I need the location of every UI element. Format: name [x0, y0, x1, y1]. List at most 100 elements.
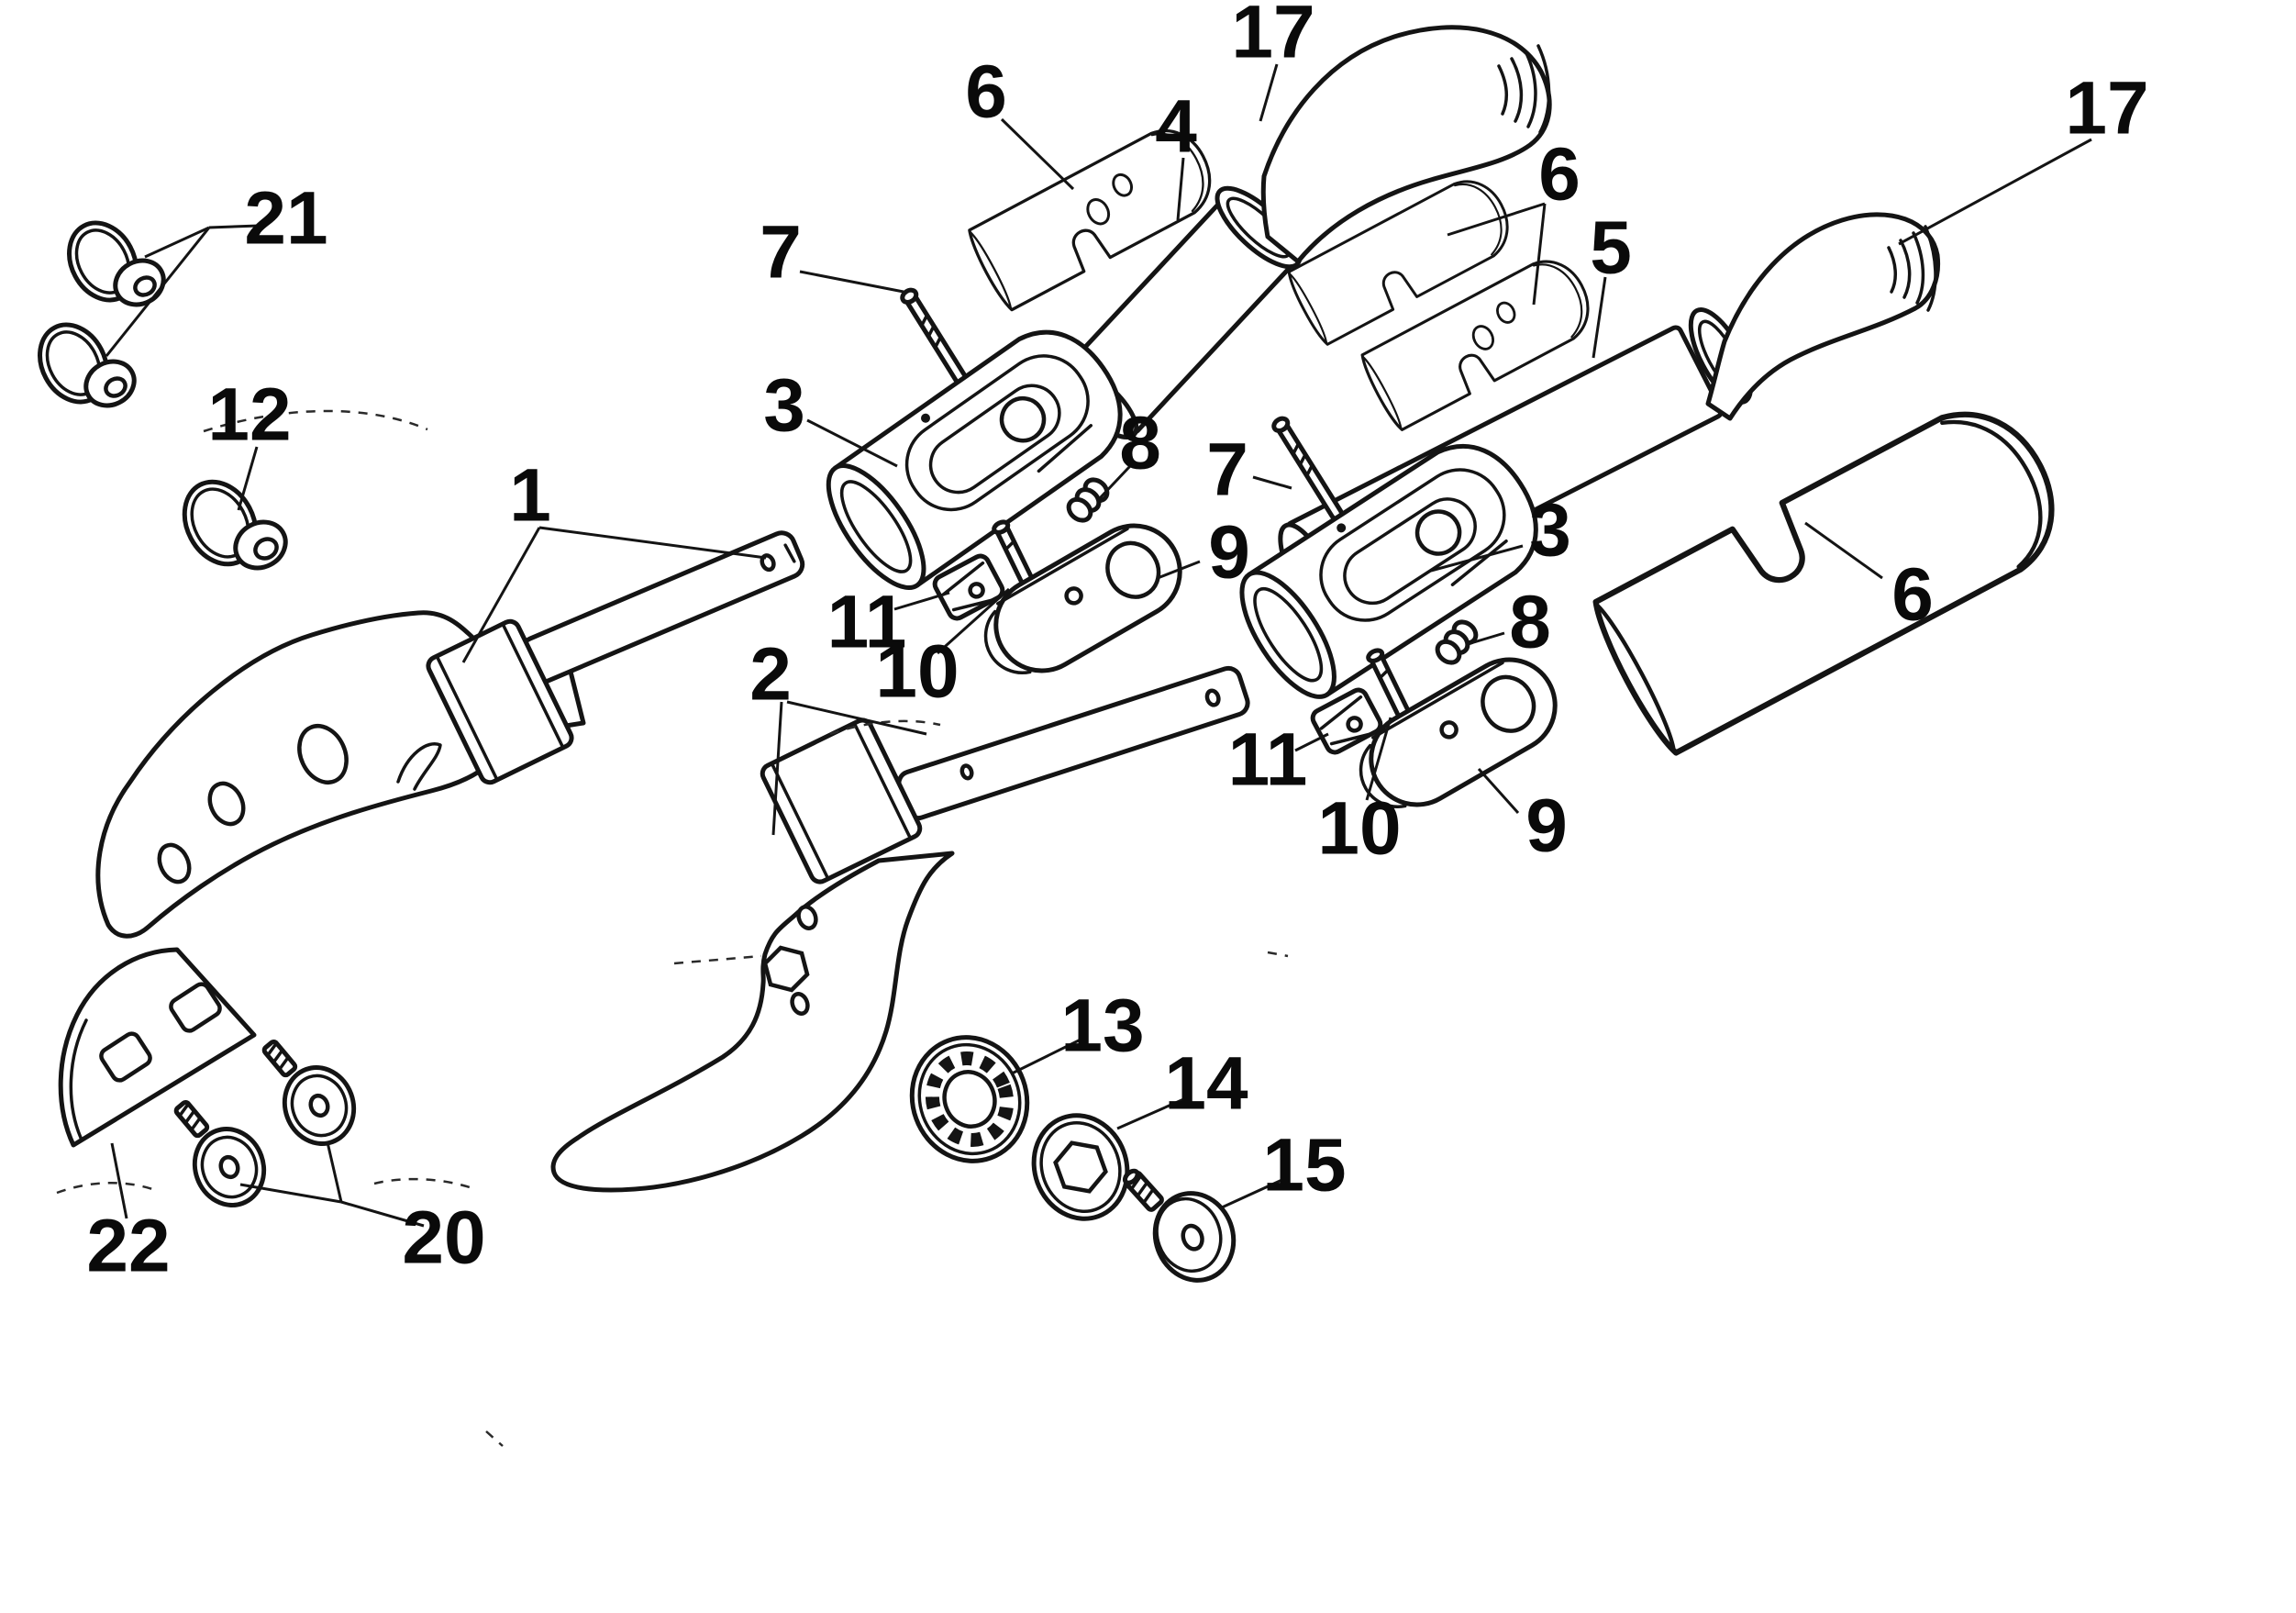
grip-top-ribs [1497, 44, 1551, 134]
leader-line-10b [1365, 717, 1392, 801]
part-label-20: 20 [402, 1196, 485, 1280]
part-21-fastener-upper [67, 220, 166, 307]
leader-line-14 [1116, 1096, 1189, 1130]
dashed-mark-3 [56, 1182, 159, 1195]
part-17-grip-top [1215, 25, 1552, 270]
leader-line-4 [1176, 157, 1185, 221]
leader-line-10a [936, 587, 1011, 655]
leader-line-21 [105, 227, 211, 357]
part-label-4: 4 [1155, 85, 1197, 169]
part-label-11a: 11 [827, 581, 907, 664]
dashed-mark-2 [829, 719, 941, 736]
part-20-screw-upper [261, 1040, 357, 1146]
leader-line-6a [1000, 117, 1075, 191]
part-22-guard [58, 947, 257, 1148]
leader-line-8b [1467, 631, 1505, 646]
part-20-screw-lower [173, 1100, 267, 1207]
arm1-hook-slot [396, 742, 442, 791]
part-label-14: 14 [1164, 1042, 1248, 1126]
leader-line-20 [239, 1183, 342, 1204]
part-label-layer: 1233456667788991010111112131415171720212… [86, 0, 2148, 1288]
leader-line-11b [1294, 732, 1329, 752]
part-label-6c: 6 [1891, 553, 1934, 637]
part-6-shell-top-left [963, 115, 1226, 314]
part-label-9a: 9 [1208, 511, 1250, 595]
leader-line-22 [110, 1142, 128, 1219]
part-13-bearing [909, 1035, 1030, 1163]
part-label-13: 13 [1060, 984, 1144, 1068]
part-label-21: 21 [244, 177, 327, 261]
part-7-pin-left [900, 287, 972, 393]
part-21-fastener-lower [38, 322, 137, 408]
leader-line-11a [893, 591, 950, 611]
leader-line-13 [1011, 1037, 1083, 1075]
leader-line-9b [1477, 767, 1520, 815]
leader-line-2 [771, 701, 783, 836]
part-label-12: 12 [207, 373, 291, 457]
leader-line-20 [340, 1200, 425, 1228]
part-label-9b: 9 [1525, 784, 1568, 868]
leader-line-7b [1252, 475, 1292, 490]
part-label-11b: 11 [1228, 718, 1308, 802]
part-8-spring-left [1066, 477, 1110, 523]
leader-line-7a [799, 270, 904, 294]
part-10-pin-right [1366, 648, 1412, 722]
leader-line-5 [1592, 276, 1607, 359]
part-label-3b: 3 [1529, 489, 1571, 573]
part-label-15: 15 [1262, 1124, 1346, 1207]
part-9-plate-right [1359, 657, 1558, 808]
part-label-5: 5 [1590, 206, 1632, 290]
part-label-6b: 6 [1538, 133, 1581, 217]
leader-line-6b [1447, 202, 1546, 237]
dashed-mark-5 [673, 954, 762, 965]
part-label-3a: 3 [763, 364, 805, 448]
part-label-22: 22 [86, 1205, 170, 1288]
leader-line-12 [237, 446, 259, 511]
washer-hex-hole [1053, 1140, 1108, 1194]
part-label-7a: 7 [760, 211, 802, 295]
leader-line-3a [806, 418, 898, 468]
part-3-cylinder-left [826, 329, 1123, 591]
part-12-fastener [182, 479, 288, 571]
leader-line-15 [1221, 1176, 1287, 1209]
part-15-bolt [1122, 1168, 1237, 1283]
leader-line-6b [1532, 203, 1547, 306]
leader-line-17b [1898, 138, 2092, 246]
part-17-grip-right [1688, 212, 1941, 421]
leader-line-20 [326, 1141, 343, 1203]
part-label-17a: 17 [1231, 0, 1314, 74]
leader-line-17a [1259, 63, 1279, 122]
part-label-10b: 10 [1317, 787, 1401, 871]
part-6-shell-mid-lower [1356, 247, 1603, 434]
leader-line-1 [538, 526, 767, 560]
part-9-plate-left [983, 523, 1182, 674]
leader-line-21 [208, 224, 260, 229]
part-3-cylinder-right [1239, 443, 1538, 699]
part-2-band [760, 718, 923, 884]
leader-line-2 [786, 700, 927, 736]
leader-line-3b [1430, 544, 1524, 573]
grip-right-ribs [1887, 225, 1937, 312]
leader-line-21 [144, 226, 210, 259]
part-label-8b: 8 [1509, 581, 1551, 664]
part-label-8a: 8 [1119, 402, 1161, 485]
dashed-mark-4 [373, 1177, 471, 1189]
leader-line-9a [1157, 560, 1201, 580]
dashed-mark-7 [485, 1430, 504, 1447]
leader-line-8a [1097, 464, 1132, 501]
part-label-2: 2 [749, 633, 792, 717]
part-label-10a: 10 [875, 630, 959, 714]
part-label-6a: 6 [965, 50, 1007, 134]
part-2-arm-blade [550, 851, 955, 1193]
arm2-hex-hole [762, 945, 810, 993]
leader-line-1 [461, 527, 541, 663]
leader-line-6c [1804, 521, 1883, 580]
part-7-pin-right [1271, 416, 1344, 521]
part-label-17b: 17 [2065, 67, 2148, 150]
part-11-block-left [932, 553, 1005, 621]
part-11-block-right [1310, 687, 1383, 755]
part-8-spring-right [1435, 619, 1479, 665]
part-14-washer [1031, 1113, 1130, 1221]
